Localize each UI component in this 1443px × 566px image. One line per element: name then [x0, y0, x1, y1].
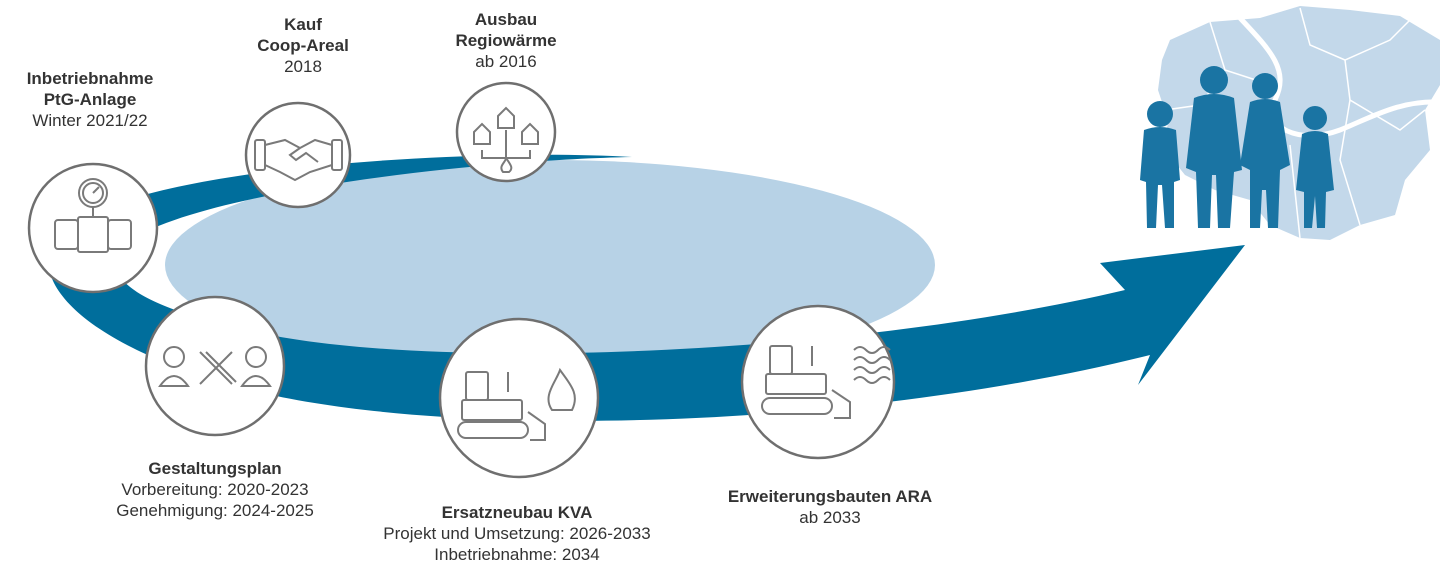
- label-sub: 2018: [284, 57, 322, 76]
- milestone-ara: [740, 304, 896, 460]
- pressure-gauge-pipe-icon: [54, 178, 132, 253]
- family-silhouette-icon: [1140, 66, 1334, 228]
- label-sub: Winter 2021/22: [32, 111, 148, 130]
- label-title: Regiowärme: [455, 31, 557, 50]
- label-sub: Projekt und Umsetzung: 2026-2033: [383, 524, 651, 543]
- handshake-icon: [254, 138, 343, 182]
- houses-heat-network-icon: [473, 106, 539, 173]
- label-ara: Erweiterungsbauten ARA ab 2033: [728, 486, 932, 528]
- milestone-gestalt: [144, 295, 286, 437]
- label-sub: Vorbereitung: 2020-2023: [121, 480, 309, 499]
- label-sub: ab 2033: [799, 508, 861, 527]
- center-oval: [165, 160, 935, 370]
- label-ptg: Inbetriebnahme PtG-Anlage Winter 2021/22: [27, 68, 154, 131]
- label-title: Coop-Areal: [257, 36, 349, 55]
- loop-arrow-band: [48, 154, 1245, 421]
- label-title: Ausbau: [474, 10, 538, 29]
- milestone-kva: [438, 317, 600, 479]
- milestone-ptg: [27, 162, 159, 294]
- label-sub: Inbetriebnahme: 2034: [434, 545, 600, 564]
- label-kva: Ersatzneubau KVA Projekt und Umsetzung: …: [383, 502, 650, 565]
- label-title: PtG-Anlage: [43, 90, 137, 109]
- label-title: Inbetriebnahme: [26, 69, 154, 88]
- people-planning-icon: [158, 346, 272, 387]
- milestone-kauf: [244, 101, 352, 209]
- label-gestalt: Gestaltungsplan Vorbereitung: 2020-2023 …: [116, 458, 314, 521]
- bulldozer-water-icon: [761, 345, 891, 419]
- label-title: Ersatzneubau KVA: [441, 503, 593, 522]
- label-title: Gestaltungsplan: [148, 459, 282, 478]
- label-kauf: Kauf Coop-Areal 2018: [257, 14, 349, 77]
- label-sub: ab 2016: [475, 52, 537, 71]
- label-title: Kauf: [284, 15, 322, 34]
- label-title: Erweiterungsbauten ARA: [727, 487, 933, 506]
- milestone-regio: [455, 81, 557, 183]
- label-sub: Genehmigung: 2024-2025: [116, 501, 314, 520]
- label-regio: Ausbau Regiowärme ab 2016: [455, 9, 556, 72]
- bulldozer-fire-icon: [457, 367, 576, 441]
